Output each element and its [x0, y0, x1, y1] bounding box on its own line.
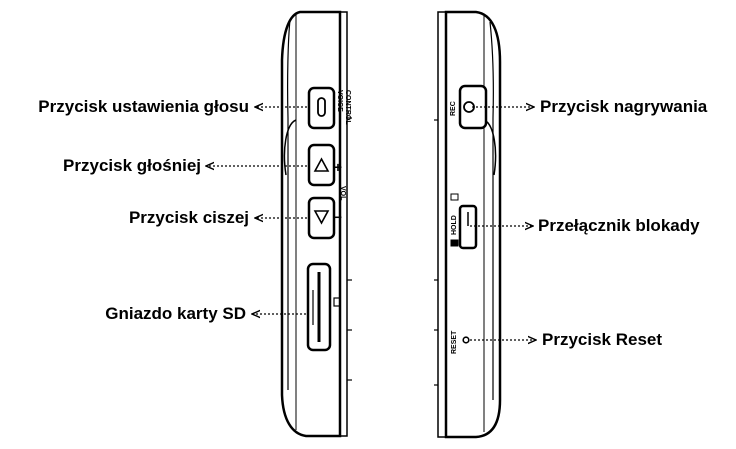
rec-print: REC	[450, 101, 457, 116]
volume-up-button	[307, 143, 336, 187]
right-device	[434, 10, 502, 439]
voice-control-button	[307, 86, 336, 130]
lock-icon	[450, 239, 459, 247]
reset-button	[462, 336, 470, 344]
minus-mark: −	[334, 209, 342, 225]
label-volume-down: Przycisk ciszej	[128, 208, 249, 227]
volume-down-button	[307, 196, 336, 240]
vol-print: VOL	[339, 186, 346, 201]
label-sd-slot: Gniazdo karty SD	[105, 304, 246, 323]
left-device	[280, 10, 352, 438]
label-voice-button: Przycisk ustawienia głosu	[38, 97, 249, 116]
label-volume-up: Przycisk głośniej	[63, 156, 201, 175]
sd-card-slot	[306, 262, 341, 352]
voice-control-print-1: VOICE	[336, 90, 343, 112]
hold-print: HOLD	[451, 215, 458, 235]
plus-mark: +	[334, 159, 342, 175]
label-hold-switch: Przełącznik blokady	[538, 216, 700, 235]
hold-switch	[450, 193, 478, 250]
unlock-icon	[450, 193, 459, 201]
label-record-button: Przycisk nagrywania	[540, 97, 708, 116]
label-reset-button: Przycisk Reset	[542, 330, 663, 349]
leader-lines	[206, 107, 536, 340]
sd-card-icon	[333, 297, 341, 307]
reset-print: RESET	[451, 330, 458, 354]
voice-control-print-2: CONTROL	[344, 90, 351, 125]
